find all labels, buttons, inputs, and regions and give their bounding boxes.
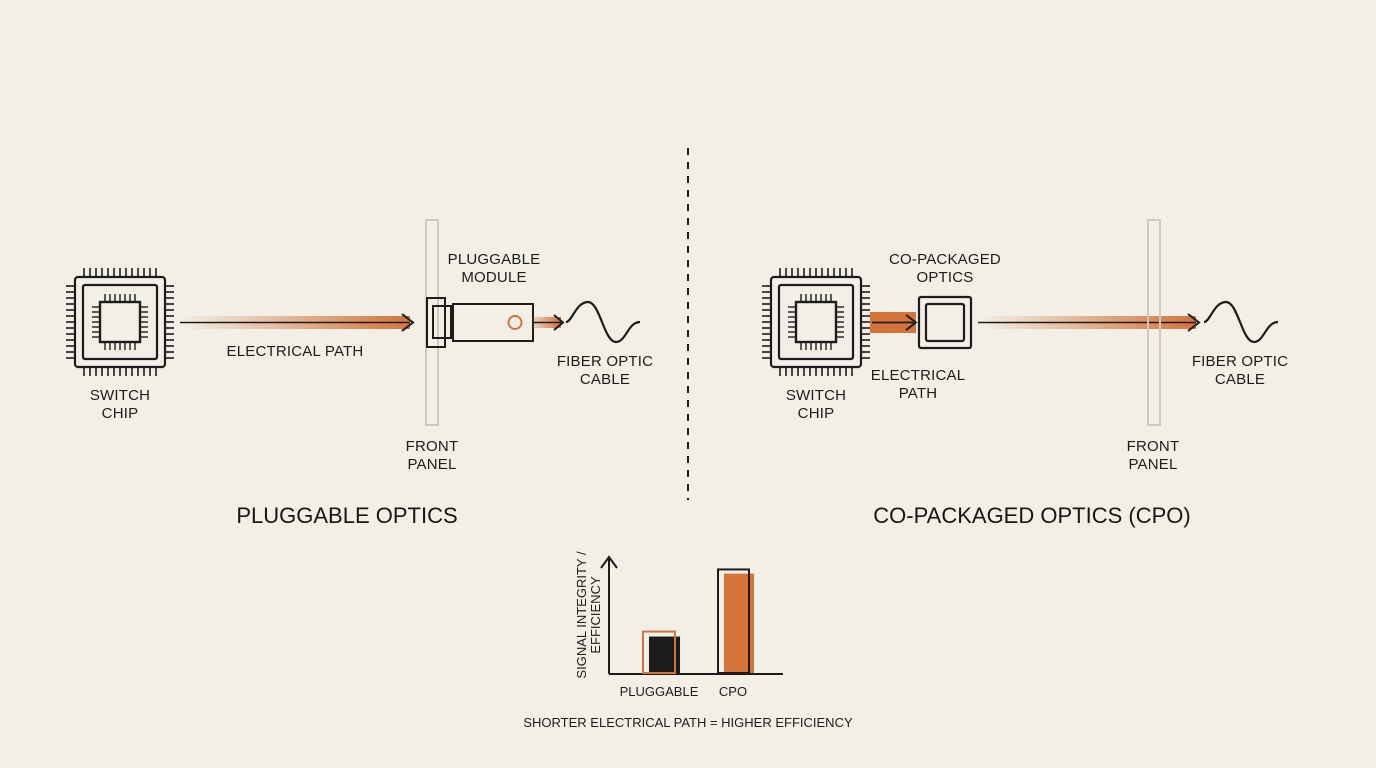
pluggable-module-label: PLUGGABLE MODULE xyxy=(447,251,541,286)
co-packaged-optics-label: CO-PACKAGED OPTICS xyxy=(889,251,1001,286)
switch-chip-label: SWITCH CHIP xyxy=(89,387,151,422)
fiber-optic-cable-icon xyxy=(1203,300,1279,344)
pluggable-optics-title: PLUGGABLE OPTICS xyxy=(236,503,458,528)
switch-chip-icon xyxy=(66,268,174,376)
switch-chip-label: SWITCH CHIP xyxy=(785,387,847,422)
bar-outline-pluggable xyxy=(642,630,676,675)
front-panel xyxy=(1147,219,1161,426)
co-packaged-optics-icon xyxy=(917,295,973,350)
fiber-optic-cable-label: FIBER OPTIC CABLE xyxy=(556,353,654,388)
chart-y-axis-label: SIGNAL INTEGRITY / EFFICIENCY xyxy=(574,551,603,679)
chart-category-label: PLUGGABLE xyxy=(619,684,699,699)
bar-outline-cpo xyxy=(717,568,750,675)
y-axis-arrowhead xyxy=(600,555,618,569)
short-electrical-path-arrow xyxy=(870,312,918,333)
front-panel-label: FRONT PANEL xyxy=(1126,438,1180,473)
pluggable-module-icon xyxy=(426,297,534,348)
chart-caption: SHORTER ELECTRICAL PATH = HIGHER EFFICIE… xyxy=(523,715,853,730)
chart-category-label: CPO xyxy=(718,684,748,699)
front-panel-label: FRONT PANEL xyxy=(405,438,459,473)
fiber-optic-cable-label: FIBER OPTIC CABLE xyxy=(1191,353,1289,388)
efficiency-bar-chart xyxy=(600,555,783,675)
cpo-title: CO-PACKAGED OPTICS (CPO) xyxy=(873,503,1191,528)
optical-output-arrow xyxy=(533,314,565,331)
electrical-path-arrow xyxy=(180,313,415,332)
optical-path-arrow xyxy=(978,313,1201,332)
fiber-optic-cable-icon xyxy=(565,300,641,344)
switch-chip-icon xyxy=(762,268,870,376)
electrical-path-label: ELECTRICAL PATH xyxy=(226,343,364,360)
electrical-path-label: ELECTRICAL PATH xyxy=(870,367,966,402)
